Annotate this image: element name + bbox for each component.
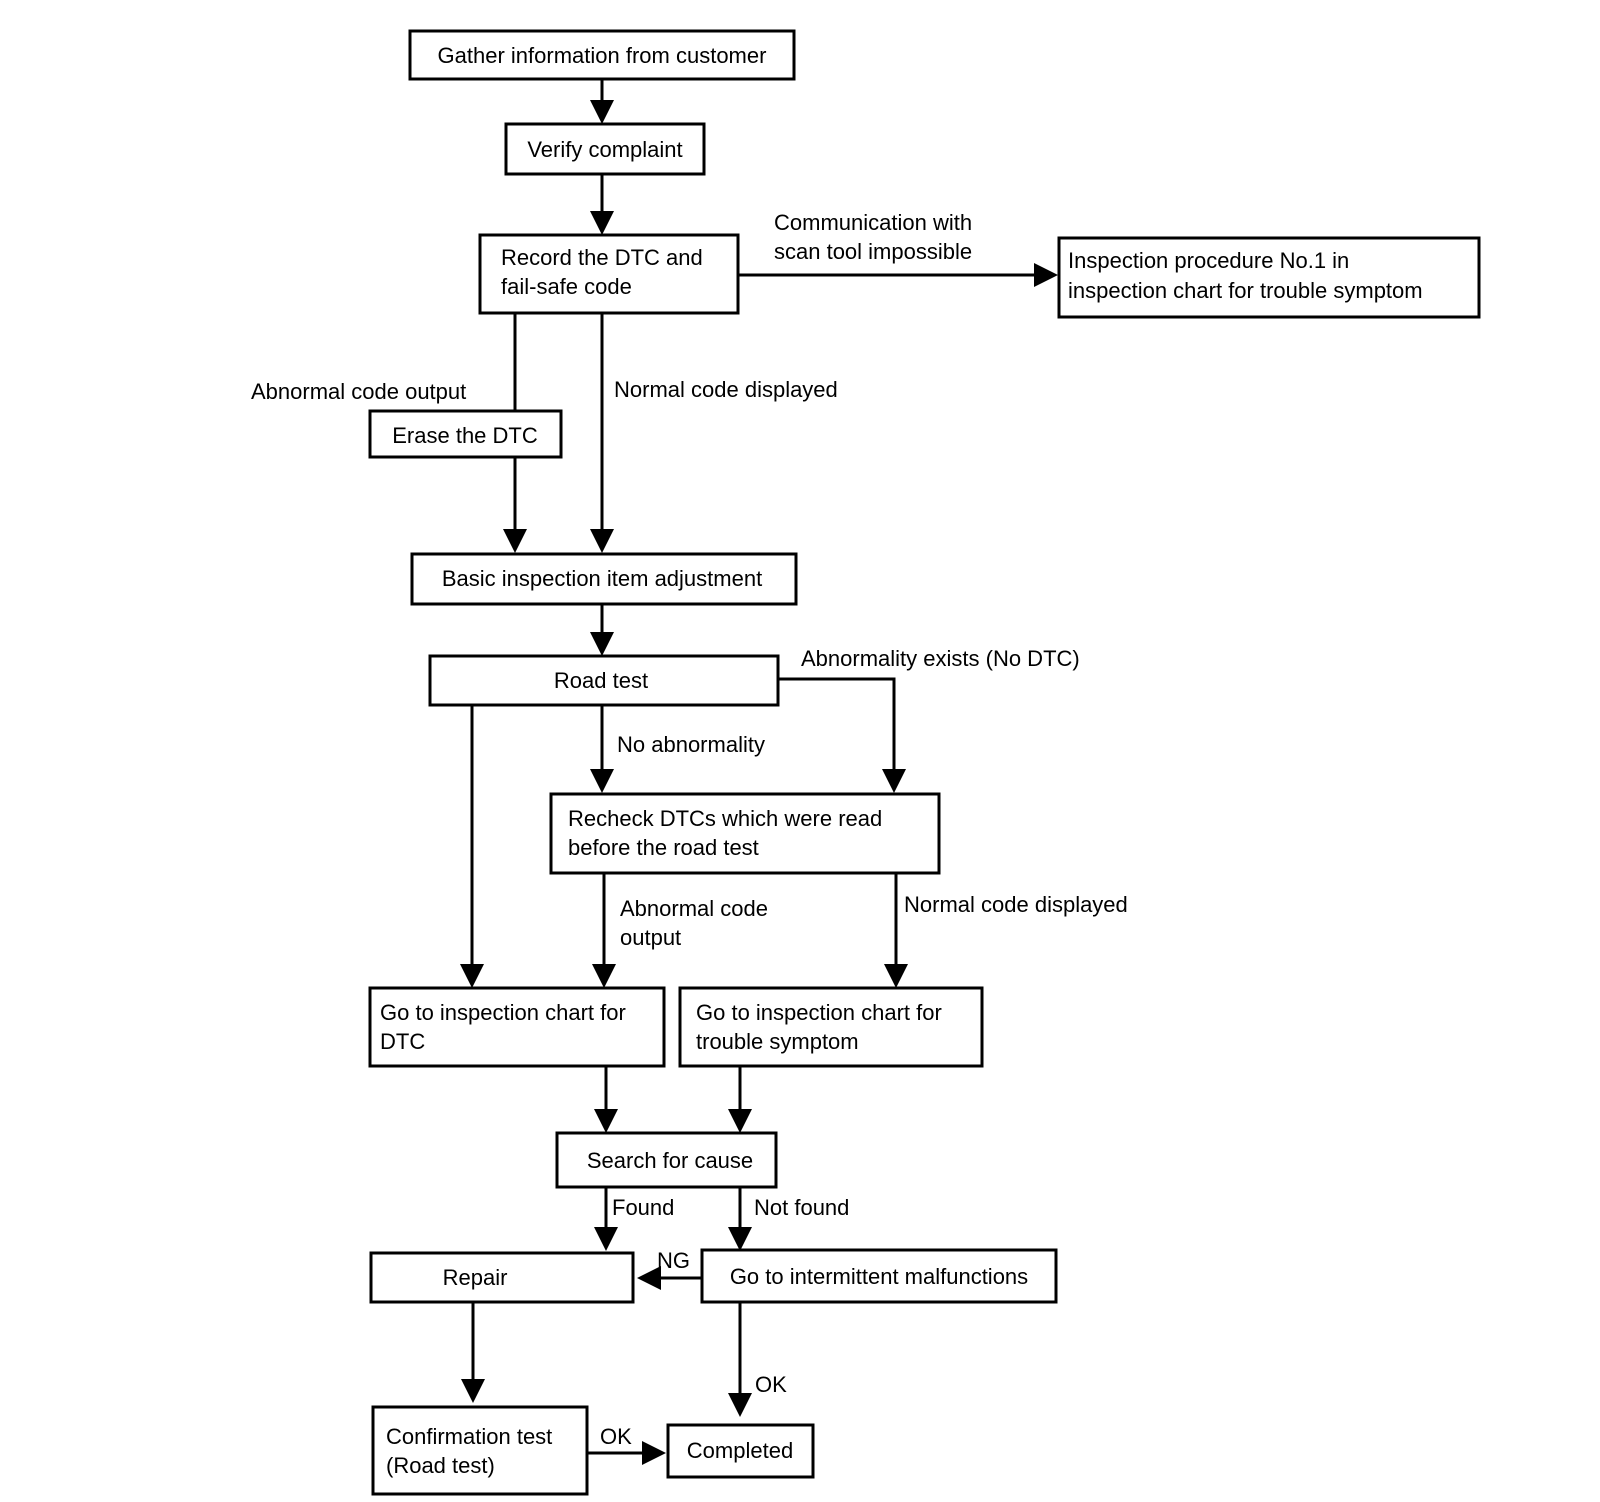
label-normal-displayed-2: Normal code displayed [904,892,1128,917]
node-verify-label: Verify complaint [527,137,682,162]
label-abnormal-output-2-line1: Abnormal code [620,896,768,921]
node-intermittent: Go to intermittent malfunctions [700,1248,1058,1304]
node-completed: Completed [666,1423,815,1479]
node-gather-label: Gather information from customer [438,43,767,68]
node-completed-label: Completed [687,1438,793,1463]
label-normal-displayed-1: Normal code displayed [614,377,838,402]
node-erase-label: Erase the DTC [392,423,538,448]
node-recheck: Recheck DTCs which were read before the … [549,792,941,875]
label-abnormal-output-2-line2: output [620,925,681,950]
node-confirmation-label-line2: (Road test) [386,1453,495,1478]
edge-labels: Communication with scan tool impossible … [251,210,1128,1449]
node-confirmation-label-line1: Confirmation test [386,1424,552,1449]
node-search-label: Search for cause [587,1148,753,1173]
node-inspection-no1: Inspection procedure No.1 in inspection … [1057,236,1481,319]
node-inspection-no1-label-line2: inspection chart for trouble symptom [1068,278,1423,303]
label-not-found: Not found [754,1195,849,1220]
node-chart-symptom-label-line1: Go to inspection chart for [696,1000,942,1025]
node-repair-label: Repair [443,1265,508,1290]
node-erase: Erase the DTC [368,409,563,459]
node-basic: Basic inspection item adjustment [410,552,798,606]
node-gather: Gather information from customer [408,29,796,81]
node-recheck-label-line2: before the road test [568,835,759,860]
node-inspection-no1-label-line1: Inspection procedure No.1 in [1068,248,1349,273]
connectors [460,79,1058,1465]
label-ok-confirmation: OK [600,1424,632,1449]
node-intermittent-label: Go to intermittent malfunctions [730,1264,1028,1289]
label-ng: NG [657,1248,690,1273]
label-comm-impossible-line1: Communication with [774,210,972,235]
node-verify: Verify complaint [504,122,706,176]
node-record-label-line2: fail-safe code [501,274,632,299]
node-record-label-line1: Record the DTC and [501,245,703,270]
node-road-test-label: Road test [554,668,648,693]
label-found: Found [612,1195,674,1220]
edge-roadtest-recheck-abnormality [778,677,906,793]
node-chart-dtc-label-line1: Go to inspection chart for [380,1000,626,1025]
node-chart-dtc-label-line2: DTC [380,1029,425,1054]
label-abnormality-exists: Abnormality exists (No DTC) [801,646,1080,671]
node-recheck-label-line1: Recheck DTCs which were read [568,806,882,831]
node-road-test: Road test [428,654,780,707]
node-repair: Repair [369,1251,635,1304]
process-boxes: Gather information from customer Verify … [368,29,1481,1496]
label-ok-intermittent: OK [755,1372,787,1397]
node-confirmation: Confirmation test (Road test) [371,1405,589,1496]
label-no-abnormality: No abnormality [617,732,765,757]
node-chart-dtc: Go to inspection chart for DTC [368,986,666,1068]
node-chart-symptom-label-line2: trouble symptom [696,1029,859,1054]
node-search: Search for cause [555,1131,778,1189]
node-chart-symptom: Go to inspection chart for trouble sympt… [678,986,984,1068]
label-abnormal-output-1: Abnormal code output [251,379,466,404]
label-comm-impossible-line2: scan tool impossible [774,239,972,264]
node-basic-label: Basic inspection item adjustment [442,566,762,591]
node-record: Record the DTC and fail-safe code [478,233,740,315]
